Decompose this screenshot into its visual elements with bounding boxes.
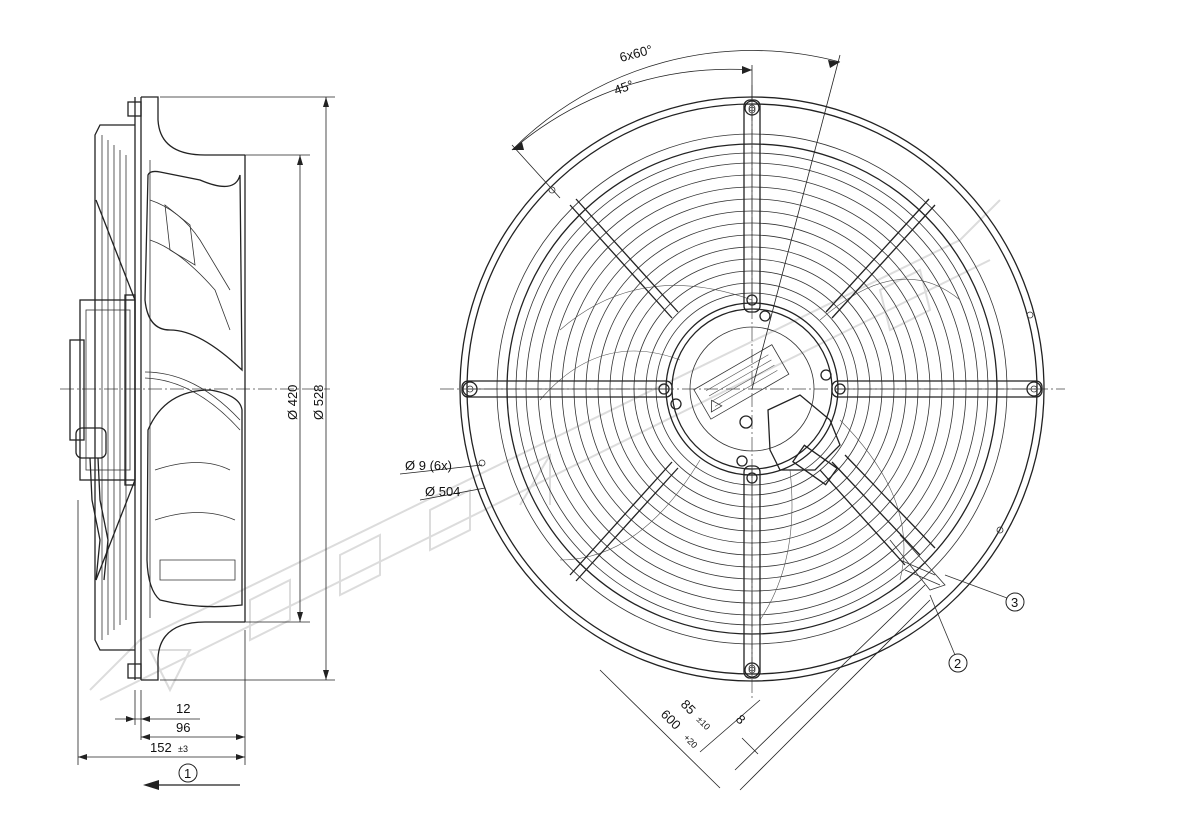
dim-diameter-420: Ø 420 bbox=[285, 385, 300, 420]
front-view: 6x60° 45° Ø 9 (6x) Ø 504 85 ±10 600 +20 … bbox=[399, 42, 1065, 791]
balloon-3 bbox=[1005, 592, 1025, 612]
cable-85-tolerance: ±10 bbox=[695, 714, 713, 732]
dim-152-tolerance: ±3 bbox=[178, 744, 188, 754]
dim-diameter-528: Ø 528 bbox=[311, 385, 326, 420]
angle-6x60: 6x60° bbox=[618, 42, 654, 65]
motor-label bbox=[693, 344, 790, 420]
dim-96: 96 bbox=[176, 720, 190, 735]
cable-600: 600 bbox=[658, 707, 684, 733]
dim-152: 152 bbox=[150, 740, 172, 755]
dim-12: 12 bbox=[176, 701, 190, 716]
dim-8: 8 bbox=[733, 712, 749, 728]
hole-callout: Ø 9 (6x) bbox=[405, 458, 452, 473]
svg-text:1: 1 bbox=[184, 766, 191, 781]
svg-text:3: 3 bbox=[1011, 595, 1018, 610]
cable-600-tolerance: +20 bbox=[682, 732, 700, 750]
side-view: Ø 420 Ø 528 12 96 152 ±3 1 bbox=[60, 96, 335, 790]
bolt-circle: Ø 504 bbox=[425, 484, 460, 499]
balloon-2 bbox=[948, 653, 968, 673]
angle-45: 45° bbox=[612, 77, 636, 98]
svg-text:2: 2 bbox=[954, 656, 961, 671]
cable-85: 85 bbox=[678, 697, 699, 718]
balloon-1 bbox=[178, 763, 198, 783]
